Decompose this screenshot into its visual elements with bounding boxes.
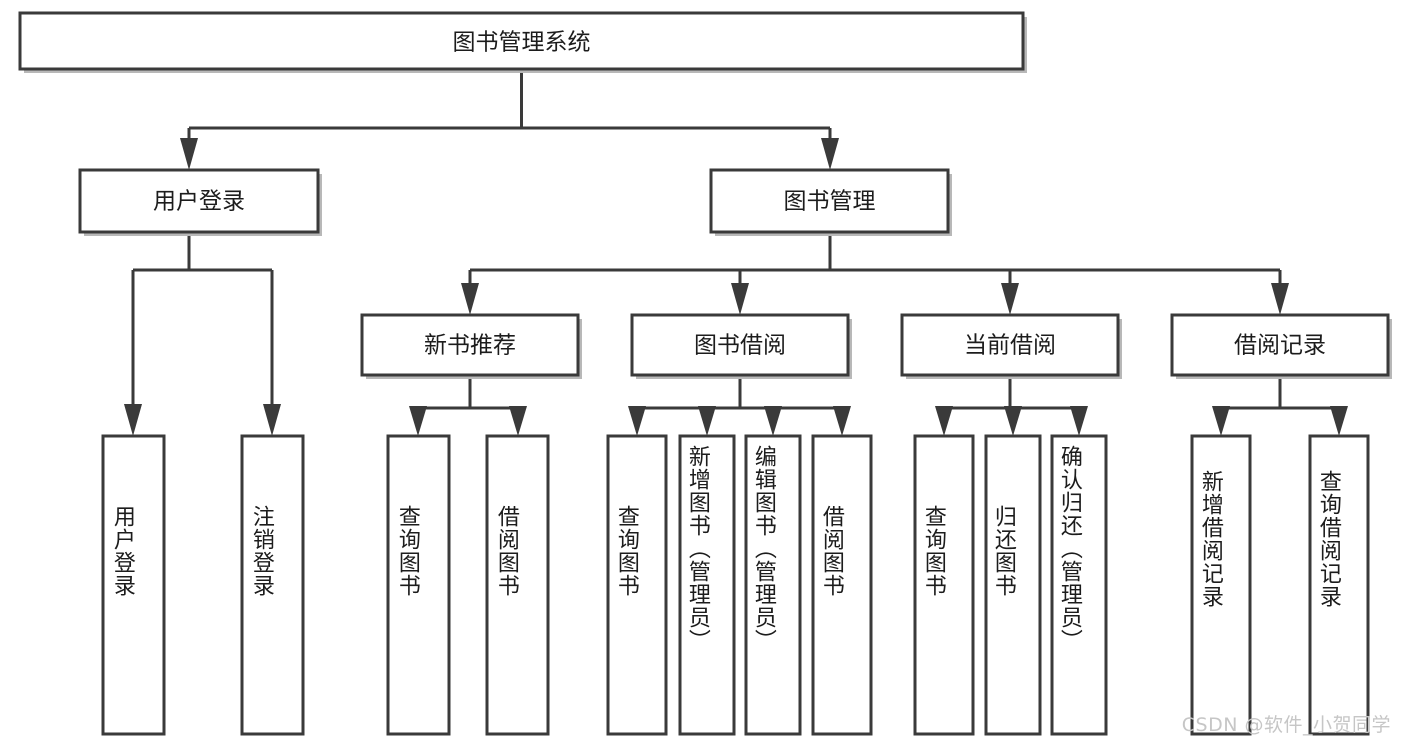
connector-group-borrow-record-to-leaves [1212,375,1348,436]
node-new-book-recommend[interactable]: 新书推荐 [360,313,582,379]
node-current-borrow-label: 当前借阅 [964,333,1056,359]
connector-group-user-login-to-leaves [124,232,281,436]
connector-group-new-book-to-leaves [409,375,527,436]
leaf-box-edit-book-admin[interactable] [744,434,802,736]
node-book-borrow[interactable]: 图书借阅 [630,313,852,379]
leaf-box-borrow-book-rec[interactable] [485,434,550,736]
arrow-head-leaf-borrow-book-rec [509,406,527,436]
node-book-manage[interactable]: 图书管理 [709,168,952,236]
leaf-box-add-book-admin[interactable] [678,434,736,736]
leaf-box-user-logout[interactable] [240,434,305,736]
leaf-box-return-book[interactable] [984,434,1042,736]
leaf-box-user-login[interactable] [101,434,166,736]
arrow-head-leaf-add-book-admin [698,406,716,436]
arrow-head-leaf-edit-book-admin [764,406,782,436]
node-user-login-box[interactable] [78,168,320,234]
node-book-borrow-box[interactable] [630,313,850,377]
node-root-box[interactable] [18,11,1025,71]
arrow-head-leaf-query-book-rec [409,406,427,436]
leaf-box-borrow-book[interactable] [811,434,873,736]
arrow-head-leaf-return-book [1004,406,1022,436]
node-new-book-recommend-box[interactable] [360,313,580,377]
arrow-head-book-borrow [731,283,749,315]
node-borrow-record[interactable]: 借阅记录 [1170,313,1392,379]
arrow-head-leaf-user-logout [263,404,281,436]
arrow-head-leaf-confirm-return-admin [1070,406,1088,436]
arrow-head-leaf-borrow-book [833,406,851,436]
leaf-box-confirm-return-admin[interactable] [1050,434,1108,736]
node-borrow-record-box[interactable] [1170,313,1390,377]
node-current-borrow[interactable]: 当前借阅 [900,313,1122,379]
node-book-manage-label: 图书管理 [784,189,876,215]
node-user-login-label: 用户登录 [153,189,245,215]
connector-group-book-borrow-to-leaves [628,375,851,436]
arrow-head-leaf-query-book-current [935,406,953,436]
connector-group-book-manage-to-level3 [461,232,1289,315]
leaf-box-query-book-current[interactable] [913,434,975,736]
arrow-head-leaf-add-borrow-record [1212,406,1230,436]
connector-group-root-to-level2 [180,69,839,170]
leaf-box-query-book-rec[interactable] [386,434,451,736]
arrow-head-book-manage [821,138,839,170]
leaf-box-add-borrow-record[interactable] [1190,434,1252,736]
leaf-box-query-book-borrow[interactable] [606,434,668,736]
arrow-head-user-login [180,138,198,170]
arrow-head-borrow-record [1271,283,1289,315]
node-borrow-record-label: 借阅记录 [1234,333,1326,359]
arrow-head-new-book-recommend [461,283,479,315]
arrow-head-leaf-query-borrow-record [1330,406,1348,436]
node-current-borrow-box[interactable] [900,313,1120,377]
node-root-label: 图书管理系统 [453,30,591,56]
arrow-head-leaf-query-book-borrow [628,406,646,436]
arrow-head-current-borrow [1001,283,1019,315]
connector-group-current-borrow-to-leaves [935,375,1088,436]
leaf-box-query-borrow-record[interactable] [1308,434,1370,736]
node-book-borrow-label: 图书借阅 [694,333,786,359]
node-user-login[interactable]: 用户登录 [78,168,322,236]
leaf-box-group [101,434,1370,736]
arrow-head-leaf-user-login [124,404,142,436]
node-new-book-recommend-label: 新书推荐 [424,333,516,359]
node-root[interactable]: 图书管理系统 [18,11,1027,73]
node-book-manage-box[interactable] [709,168,950,234]
csdn-watermark: CSDN @软件_小贺同学 [1181,714,1391,736]
